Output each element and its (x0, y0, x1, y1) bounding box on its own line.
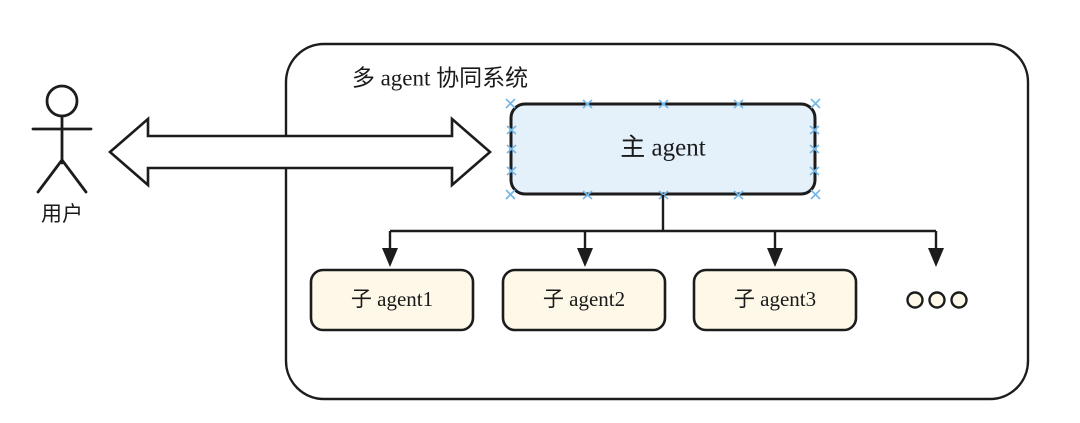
main-agent-node[interactable]: 主 agent (505, 98, 821, 200)
system-boundary[interactable] (284, 42, 1030, 401)
sub-agent-node-3[interactable]: 子 agent3 (692, 268, 858, 332)
sub-agent-label-2: 子 agent2 (543, 287, 625, 311)
user-system-bidirectional-arrow[interactable] (108, 116, 492, 188)
diagram-title: 多 agent 协同系统 (352, 65, 528, 90)
ellipsis-circle-3 (950, 291, 968, 309)
ellipsis-circle-2 (928, 291, 946, 309)
main-to-sub-connectors (388, 195, 938, 249)
selection-handles[interactable] (505, 98, 821, 200)
sub-agent-box-1[interactable] (309, 268, 475, 332)
sub-agent-node-2[interactable]: 子 agent2 (501, 268, 667, 332)
ellipsis-circles (906, 291, 968, 309)
sub-agent-box-2[interactable] (501, 268, 667, 332)
ellipsis-circle-1 (906, 291, 924, 309)
sub-agent-label-3: 子 agent3 (734, 287, 816, 311)
user-actor-label: 用户 (41, 202, 83, 226)
connector-arrowheads (382, 248, 944, 267)
user-actor[interactable]: 用户 (31, 84, 93, 226)
sub-agent-box-3[interactable] (692, 268, 858, 332)
stick-figure-person-icon (31, 84, 93, 194)
main-agent-label: 主 agent (620, 134, 705, 162)
sub-agent-node-1[interactable]: 子 agent1 (309, 268, 475, 332)
sub-agent-label-1: 子 agent1 (351, 287, 433, 311)
